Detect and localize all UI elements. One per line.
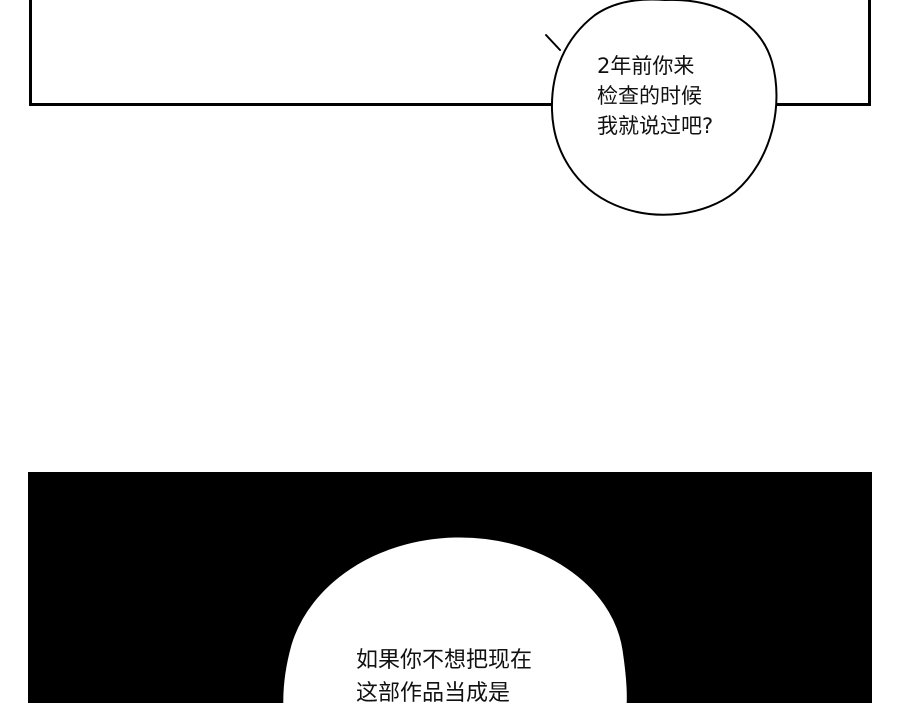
speech-line: 检查的时候 xyxy=(597,84,702,108)
speech-line: 我就说过吧? xyxy=(597,114,714,138)
speech-line: 2年前你来 xyxy=(597,54,695,78)
speech-line: 这部作品当成是 xyxy=(356,681,511,703)
top-panel xyxy=(29,0,871,106)
speech-bubble-bottom-text: 如果你不想把现在 这部作品当成是 xyxy=(356,644,532,703)
speech-bubble-top-text: 2年前你来 检查的时候 我就说过吧? xyxy=(597,51,713,141)
speech-line: 如果你不想把现在 xyxy=(356,648,533,673)
